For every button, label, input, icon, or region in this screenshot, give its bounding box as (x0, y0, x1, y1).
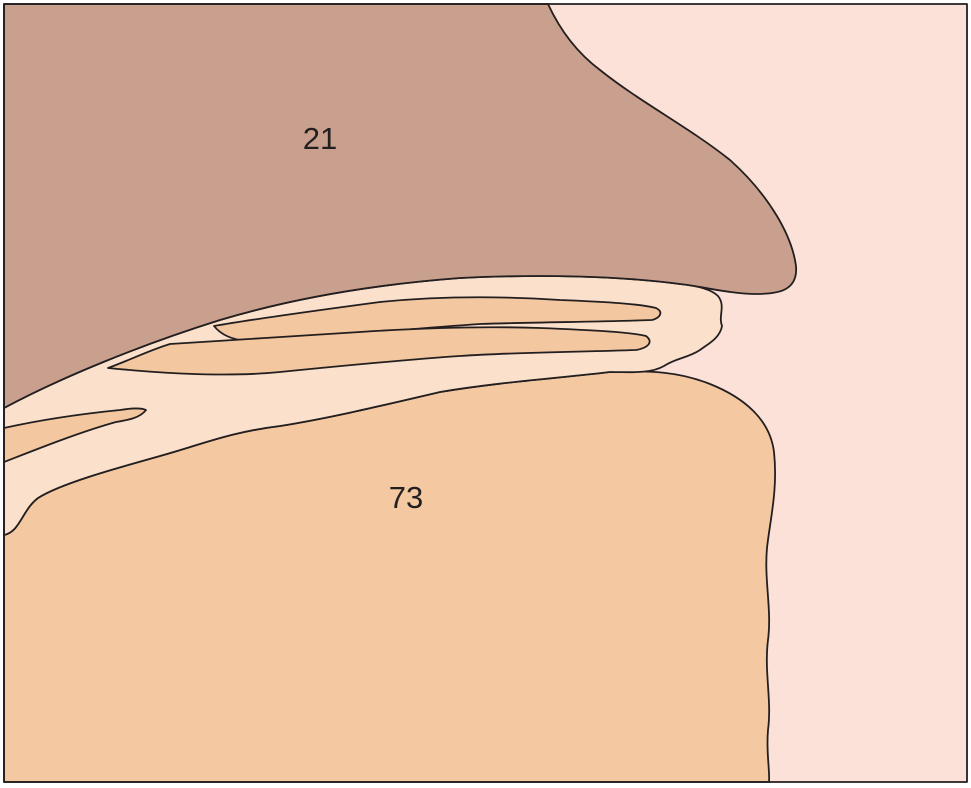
band-strip-middle (107, 326, 651, 376)
upper-region-label: 21 (303, 121, 337, 156)
figure-frame (3, 3, 968, 783)
band-strip-wedge (3, 407, 147, 463)
lower-region-label: 73 (389, 480, 423, 515)
upper-region (3, 3, 797, 409)
